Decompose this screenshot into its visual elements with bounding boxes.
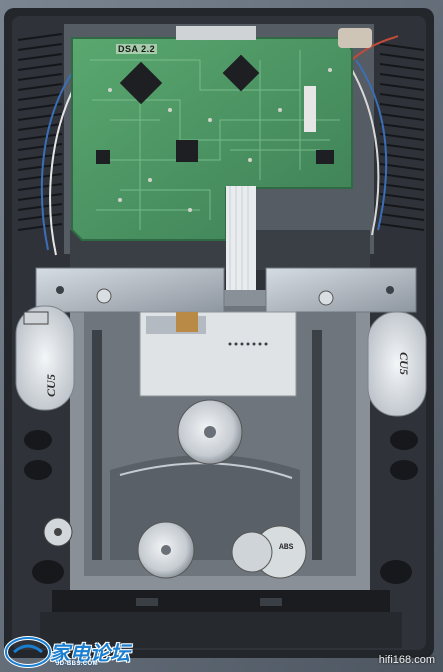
reel-right-text: CU5 [396, 352, 411, 375]
motors [43, 399, 307, 579]
watermark-logo-icon [4, 636, 52, 668]
watermark-site: hifi168.com [378, 654, 435, 666]
pcb-label: DSA 2.2 [116, 44, 158, 54]
part-code: ABS [279, 543, 294, 552]
metal-brackets [35, 267, 417, 313]
front-bay [40, 590, 402, 648]
watermark-logo-cn: 家电论坛 [50, 641, 130, 665]
tape-reels [15, 305, 427, 417]
watermark-logo-en: JD-BBS.COM [56, 661, 99, 667]
watermark-logo: 家电论坛 JD-BBS.COM [4, 634, 154, 672]
rubber-feet [24, 430, 418, 584]
reel-left-text: CU5 [43, 374, 58, 397]
pickup-carriage [139, 311, 297, 397]
